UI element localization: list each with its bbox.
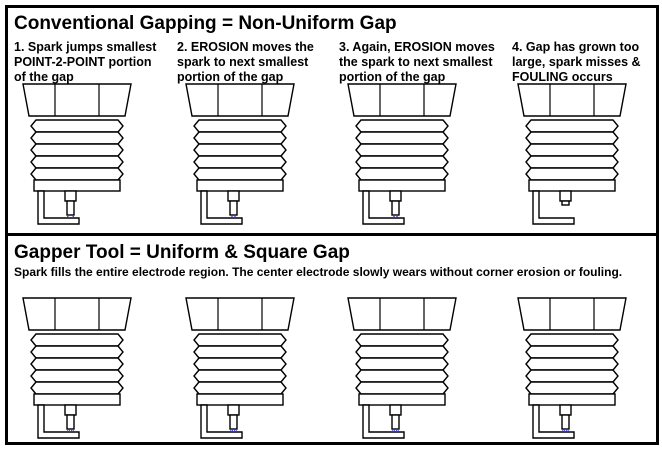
plug-hex-nut [185, 297, 295, 331]
bottom-description: Spark fills the entire electrode region.… [14, 265, 623, 279]
spark-plug-uniform-4 [517, 297, 627, 439]
spark-plug-step-1 [22, 83, 132, 225]
plug-thread [355, 345, 449, 359]
plug-thread [355, 131, 449, 145]
plug-shell-base [528, 179, 616, 192]
ground-electrode [37, 190, 80, 225]
plug-shell-base [358, 179, 446, 192]
plug-thread [525, 119, 619, 133]
center-electrode [391, 200, 400, 216]
plug-shell-base [33, 179, 121, 192]
plug-insulator-tip [64, 404, 77, 416]
plug-insulator-tip [227, 404, 240, 416]
plug-thread [525, 333, 619, 347]
plug-thread [193, 381, 287, 395]
plug-thread [355, 143, 449, 157]
plug-hex-nut [185, 83, 295, 117]
spark-plug-uniform-1 [22, 297, 132, 439]
plug-thread [355, 155, 449, 169]
step-4-caption: 4. Gap has grown too large, spark misses… [512, 40, 641, 84]
center-electrode [561, 200, 570, 206]
center-electrode [66, 414, 75, 430]
step-3-caption: 3. Again, EROSION moves the spark to nex… [339, 40, 495, 84]
plug-thread [193, 155, 287, 169]
plug-insulator-tip [559, 190, 572, 202]
plug-thread [193, 369, 287, 383]
plug-thread [193, 143, 287, 157]
plug-thread [30, 333, 124, 347]
step-1-caption: 1. Spark jumps smallest POINT-2-POINT po… [14, 40, 157, 84]
plug-thread [193, 131, 287, 145]
plug-thread [30, 155, 124, 169]
plug-thread [525, 357, 619, 371]
plug-thread [30, 345, 124, 359]
plug-thread [193, 167, 287, 181]
plug-shell-base [196, 179, 284, 192]
plug-insulator-tip [559, 404, 572, 416]
plug-thread [30, 369, 124, 383]
plug-insulator-tip [227, 190, 240, 202]
plug-thread [30, 143, 124, 157]
ground-electrode [362, 404, 405, 439]
plug-thread [30, 131, 124, 145]
center-electrode [66, 200, 75, 216]
spark-plug-step-4 [517, 83, 627, 225]
plug-thread [525, 345, 619, 359]
plug-thread [525, 143, 619, 157]
plug-thread [30, 381, 124, 395]
plug-thread [30, 119, 124, 133]
plug-thread [30, 167, 124, 181]
center-electrode [229, 200, 238, 216]
plug-insulator-tip [389, 404, 402, 416]
plug-thread [355, 167, 449, 181]
plug-thread [525, 155, 619, 169]
plug-thread [193, 333, 287, 347]
plug-thread [525, 131, 619, 145]
plug-thread [355, 357, 449, 371]
plug-thread [525, 369, 619, 383]
ground-electrode [532, 404, 575, 439]
plug-hex-nut [517, 297, 627, 331]
plug-thread [355, 333, 449, 347]
plug-insulator-tip [389, 190, 402, 202]
plug-shell-base [528, 393, 616, 406]
plug-thread [193, 119, 287, 133]
plug-shell-base [33, 393, 121, 406]
plug-thread [193, 357, 287, 371]
spark-plug-uniform-2 [185, 297, 295, 439]
step-2-caption: 2. EROSION moves the spark to next small… [177, 40, 314, 84]
spark-plug-step-2 [185, 83, 295, 225]
plug-thread [30, 357, 124, 371]
plug-thread [355, 369, 449, 383]
plug-thread [525, 381, 619, 395]
plug-thread [525, 167, 619, 181]
center-electrode [561, 414, 570, 430]
center-electrode [391, 414, 400, 430]
top-section-title: Conventional Gapping = Non-Uniform Gap [14, 13, 397, 34]
plug-hex-nut [22, 297, 132, 331]
diagram-frame [5, 5, 659, 445]
ground-electrode [362, 190, 405, 225]
center-electrode [229, 414, 238, 430]
ground-electrode [200, 404, 243, 439]
plug-shell-base [196, 393, 284, 406]
plug-thread [355, 381, 449, 395]
plug-insulator-tip [64, 190, 77, 202]
spark-plug-step-3 [347, 83, 457, 225]
plug-thread [193, 345, 287, 359]
plug-shell-base [358, 393, 446, 406]
ground-electrode [532, 190, 575, 225]
spark-plug-uniform-3 [347, 297, 457, 439]
plug-thread [355, 119, 449, 133]
ground-electrode [37, 404, 80, 439]
plug-hex-nut [22, 83, 132, 117]
plug-hex-nut [347, 297, 457, 331]
bottom-section-title: Gapper Tool = Uniform & Square Gap [14, 242, 350, 263]
plug-hex-nut [517, 83, 627, 117]
plug-hex-nut [347, 83, 457, 117]
ground-electrode [200, 190, 243, 225]
section-divider [5, 233, 659, 236]
